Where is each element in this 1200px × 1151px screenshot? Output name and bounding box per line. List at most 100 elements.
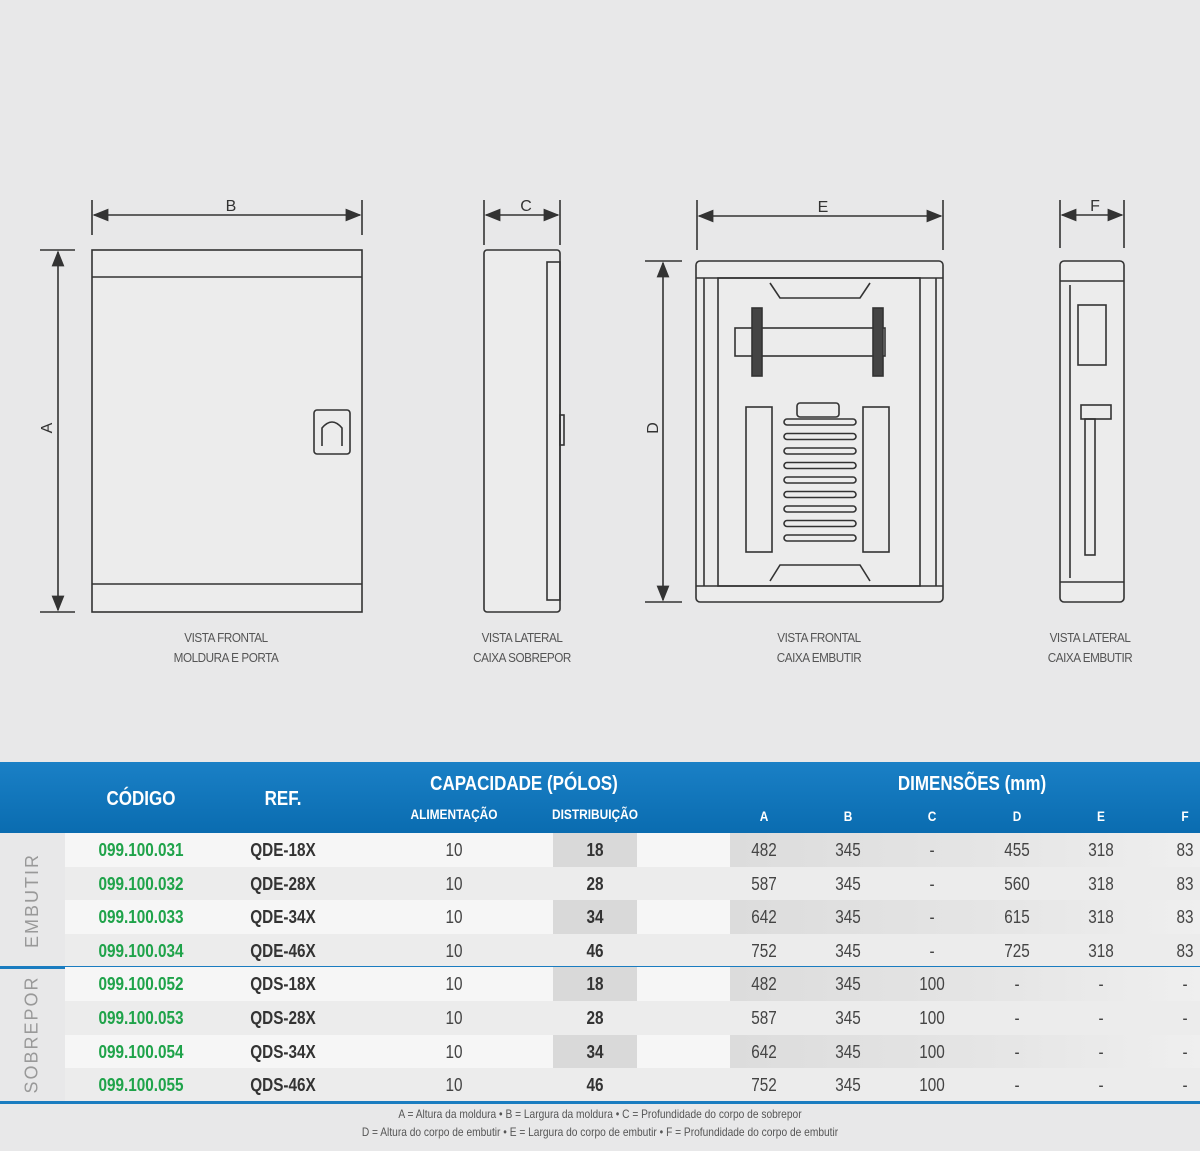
cell-alimentacao: 10 bbox=[445, 974, 463, 995]
cell-alimentacao: 10 bbox=[445, 840, 463, 860]
cell-dims-4: - bbox=[1098, 1075, 1104, 1096]
section-label-embutir: EMBUTIR bbox=[0, 833, 65, 967]
header-dim-a: A bbox=[759, 808, 769, 824]
cell-dims-2: - bbox=[929, 840, 935, 860]
row-shade bbox=[730, 833, 1200, 867]
header-dimensoes: DIMENSÕES (mm) bbox=[897, 773, 1047, 795]
busbar-terminal bbox=[783, 490, 857, 499]
section-label-text: SOBREPOR bbox=[22, 975, 42, 1094]
busbar-terminal bbox=[783, 476, 857, 484]
dimension-label-d: D bbox=[645, 422, 662, 434]
busbar-terminal bbox=[783, 519, 857, 528]
cell-dims-3: - bbox=[1014, 974, 1020, 995]
cell-dims-2: - bbox=[929, 940, 935, 961]
cell-dims-0: 482 bbox=[751, 974, 777, 995]
cell-dims-0: 642 bbox=[751, 1041, 777, 1062]
cell-dims-0: 752 bbox=[751, 940, 777, 961]
cell-dims-5: - bbox=[1182, 1008, 1188, 1028]
row-shade bbox=[553, 967, 637, 1002]
caption-line: CAIXA EMBUTIR bbox=[1047, 650, 1133, 665]
section-label-text: EMBUTIR bbox=[22, 852, 42, 948]
cell-dims-1: 345 bbox=[835, 1008, 861, 1028]
cell-dims-1: 345 bbox=[835, 873, 861, 894]
cell-dims-0: 587 bbox=[751, 1008, 777, 1028]
cell-dims-5: 83 bbox=[1176, 907, 1194, 928]
caption-line: VISTA FRONTAL bbox=[777, 630, 861, 645]
cell-dims-0: 752 bbox=[751, 1075, 777, 1096]
front-view-flush-box bbox=[645, 200, 944, 603]
header-dim-e: E bbox=[1097, 808, 1105, 824]
cell-dims-5: - bbox=[1182, 974, 1188, 995]
cell-dims-1: 345 bbox=[835, 974, 861, 995]
cell-dims-1: 345 bbox=[835, 1075, 861, 1096]
caption-side-surface: VISTA LATERAL CAIXA SOBREPOR bbox=[432, 628, 612, 668]
cell-distribuicao: 18 bbox=[586, 840, 604, 860]
cell-dims-0: 482 bbox=[751, 840, 777, 860]
caption-line: CAIXA EMBUTIR bbox=[776, 650, 862, 665]
side-view-flush-box bbox=[1059, 200, 1125, 603]
cell-distribuicao: 28 bbox=[586, 873, 604, 894]
cell-dims-5: - bbox=[1182, 1075, 1188, 1096]
table-header: CÓDIGO REF. CAPACIDADE (PÓLOS) ALIMENTAÇ… bbox=[0, 762, 1200, 833]
header-codigo: CÓDIGO bbox=[106, 788, 176, 810]
cell-alimentacao: 10 bbox=[445, 940, 463, 961]
cell-alimentacao: 10 bbox=[445, 1008, 463, 1028]
cell-codigo: 099.100.052 bbox=[98, 974, 184, 995]
legend-line: A = Altura da moldura • B = Largura da m… bbox=[398, 1107, 802, 1121]
cell-codigo: 099.100.033 bbox=[98, 907, 184, 928]
cell-ref: QDS-46X bbox=[250, 1075, 316, 1096]
cell-codigo: 099.100.032 bbox=[98, 873, 184, 894]
cell-dims-2: 100 bbox=[919, 1008, 945, 1028]
busbar-terminal bbox=[783, 447, 857, 455]
busbar-terminal bbox=[783, 432, 857, 441]
header-ref: REF. bbox=[264, 788, 302, 810]
header-dim-d: D bbox=[1012, 808, 1022, 824]
cell-alimentacao: 10 bbox=[445, 1041, 463, 1062]
header-dim-b: B bbox=[843, 808, 853, 824]
cell-dims-3: - bbox=[1014, 1008, 1020, 1028]
front-view-frame-door bbox=[40, 200, 363, 613]
cell-dims-3: 725 bbox=[1004, 940, 1030, 961]
cell-distribuicao: 46 bbox=[586, 1075, 604, 1096]
caption-line: VISTA LATERAL bbox=[481, 630, 563, 645]
cell-ref: QDS-28X bbox=[250, 1008, 316, 1028]
cell-dims-2: - bbox=[929, 907, 935, 928]
caption-line: VISTA LATERAL bbox=[1049, 630, 1131, 645]
section-divider bbox=[0, 1100, 1200, 1104]
cell-codigo: 099.100.031 bbox=[98, 840, 184, 860]
cell-ref: QDE-34X bbox=[250, 907, 316, 928]
cell-ref: QDS-18X bbox=[250, 974, 316, 995]
cell-ref: QDE-46X bbox=[250, 940, 316, 961]
cell-dims-3: 455 bbox=[1004, 840, 1030, 860]
row-shade bbox=[553, 900, 637, 935]
row-shade bbox=[730, 967, 1200, 1002]
cell-codigo: 099.100.055 bbox=[98, 1075, 184, 1096]
caption-side-flush: VISTA LATERAL CAIXA EMBUTIR bbox=[1000, 628, 1180, 668]
dimension-label-f: F bbox=[1090, 198, 1100, 215]
cell-dims-4: 318 bbox=[1088, 840, 1114, 860]
cell-dims-0: 642 bbox=[751, 907, 777, 928]
cell-distribuicao: 46 bbox=[586, 940, 604, 961]
cell-dims-2: 100 bbox=[919, 974, 945, 995]
legend-line: D = Altura do corpo de embutir • E = Lar… bbox=[361, 1125, 839, 1139]
cell-ref: QDS-34X bbox=[250, 1041, 316, 1062]
cell-dims-5: 83 bbox=[1176, 840, 1194, 860]
cell-codigo: 099.100.054 bbox=[98, 1041, 184, 1062]
side-view-surface-box bbox=[483, 200, 565, 613]
cell-distribuicao: 34 bbox=[586, 1041, 604, 1062]
cell-dims-2: 100 bbox=[919, 1041, 945, 1062]
cell-ref: QDE-28X bbox=[250, 873, 316, 894]
section-label-sobrepor: SOBREPOR bbox=[0, 967, 65, 1101]
caption-line: CAIXA SOBREPOR bbox=[473, 650, 571, 665]
technical-drawings: B A C E D F bbox=[39, 198, 1125, 613]
cell-dims-4: - bbox=[1098, 974, 1104, 995]
cell-dims-4: - bbox=[1098, 1008, 1104, 1028]
cell-dims-5: - bbox=[1182, 1041, 1188, 1062]
